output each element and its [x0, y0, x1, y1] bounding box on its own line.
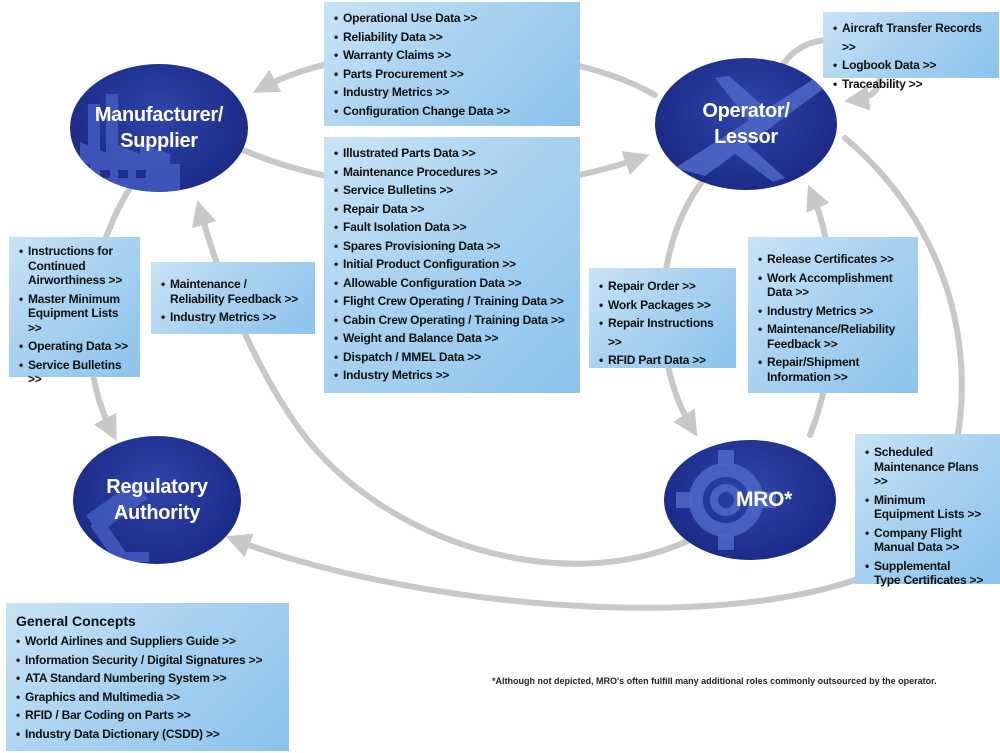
operator-self-list: Aircraft Transfer Records >> Logbook Dat…: [833, 19, 991, 93]
general-concepts-title: General Concepts: [16, 613, 136, 629]
operator-to-regulatory-box: Scheduled Maintenance Plans >> Minimum E…: [855, 434, 1000, 587]
list-item[interactable]: Scheduled Maintenance Plans >>: [865, 445, 992, 489]
operator-lessor-label: Operator/ Lessor: [702, 100, 790, 148]
manufacturer-to-regulatory-list: Instructions for Continued Airworthiness…: [19, 244, 132, 387]
list-item[interactable]: Operational Use Data >>: [334, 9, 572, 28]
operator-to-manufacturer-box: Operational Use Data >> Reliability Data…: [324, 2, 580, 126]
list-item[interactable]: Supplemental Type Certificates >>: [865, 559, 992, 588]
mro-to-operator-list: Release Certificates >> Work Accomplishm…: [758, 244, 910, 384]
airplane-icon: [675, 76, 827, 182]
list-item[interactable]: Fault Isolation Data >>: [334, 218, 572, 237]
list-item[interactable]: Minimum Equipment Lists >>: [865, 493, 992, 522]
list-item[interactable]: Work Accomplishment Data >>: [758, 271, 910, 300]
regulatory-authority-label: Regulatory Authority: [106, 476, 208, 524]
manufacturer-to-operator-box: Illustrated Parts Data >> Maintenance Pr…: [324, 137, 580, 393]
list-item[interactable]: Weight and Balance Data >>: [334, 329, 572, 348]
list-item[interactable]: Operating Data >>: [19, 339, 132, 354]
list-item[interactable]: Industry Metrics >>: [334, 83, 572, 102]
regulatory-authority-node: Regulatory Authority: [73, 436, 241, 564]
mro-to-operator-box: Release Certificates >> Work Accomplishm…: [748, 237, 918, 393]
list-item[interactable]: Industry Data Dictionary (CSDD) >>: [16, 725, 281, 744]
list-item[interactable]: Maintenance Procedures >>: [334, 163, 572, 182]
operator-to-regulatory-list: Scheduled Maintenance Plans >> Minimum E…: [865, 441, 992, 588]
gear-icon: [676, 450, 776, 550]
list-item[interactable]: Configuration Change Data >>: [334, 102, 572, 121]
factory-icon: [80, 94, 180, 192]
list-item[interactable]: Warranty Claims >>: [334, 46, 572, 65]
list-item[interactable]: Parts Procurement >>: [334, 65, 572, 84]
operator-to-manufacturer-list: Operational Use Data >> Reliability Data…: [334, 9, 572, 120]
list-item[interactable]: Industry Metrics >>: [334, 366, 572, 385]
list-item[interactable]: Company Flight Manual Data >>: [865, 526, 992, 555]
list-item[interactable]: Repair/Shipment Information >>: [758, 355, 910, 384]
list-item[interactable]: Information Security / Digital Signature…: [16, 651, 281, 670]
mro-to-manufacturer-box: Maintenance / Reliability Feedback >> In…: [151, 262, 315, 334]
list-item[interactable]: Master Minimum Equipment Lists >>: [19, 292, 132, 336]
list-item[interactable]: Repair Data >>: [334, 200, 572, 219]
operator-lessor-node: Operator/ Lessor: [655, 58, 837, 190]
list-item[interactable]: Allowable Configuration Data >>: [334, 274, 572, 293]
general-concepts-list: World Airlines and Suppliers Guide >> In…: [16, 632, 281, 743]
mro-label: MRO*: [736, 488, 792, 511]
list-item[interactable]: Reliability Data >>: [334, 28, 572, 47]
list-item[interactable]: Repair Instructions >>: [599, 314, 728, 351]
manufacturer-to-regulatory-box: Instructions for Continued Airworthiness…: [9, 237, 140, 386]
list-item[interactable]: Dispatch / MMEL Data >>: [334, 348, 572, 367]
list-item[interactable]: World Airlines and Suppliers Guide >>: [16, 632, 281, 651]
list-item[interactable]: Cabin Crew Operating / Training Data >>: [334, 311, 572, 330]
general-concepts-box: General Concepts World Airlines and Supp…: [6, 603, 289, 751]
list-item[interactable]: Maintenance / Reliability Feedback >>: [161, 277, 307, 306]
list-item[interactable]: Repair Order >>: [599, 277, 728, 296]
manufacturer-supplier-label: Manufacturer/ Supplier: [94, 104, 224, 152]
operator-self-box: Aircraft Transfer Records >> Logbook Dat…: [823, 12, 999, 93]
list-item[interactable]: Work Packages >>: [599, 296, 728, 315]
list-item[interactable]: Maintenance/Reliability Feedback >>: [758, 322, 910, 351]
gavel-icon: [79, 480, 149, 562]
list-item[interactable]: Logbook Data >>: [833, 56, 991, 75]
list-item[interactable]: Industry Metrics >>: [758, 304, 910, 319]
list-item[interactable]: RFID Part Data >>: [599, 351, 728, 370]
list-item[interactable]: Service Bulletins >>: [19, 358, 132, 387]
list-item[interactable]: Initial Product Configuration >>: [334, 255, 572, 274]
operator-to-mro-box: Repair Order >> Work Packages >> Repair …: [589, 268, 736, 370]
list-item[interactable]: ATA Standard Numbering System >>: [16, 669, 281, 688]
list-item[interactable]: Aircraft Transfer Records >>: [833, 19, 991, 56]
list-item[interactable]: Instructions for Continued Airworthiness…: [19, 244, 132, 288]
manufacturer-to-operator-list: Illustrated Parts Data >> Maintenance Pr…: [334, 144, 572, 385]
list-item[interactable]: Release Certificates >>: [758, 252, 910, 267]
list-item[interactable]: RFID / Bar Coding on Parts >>: [16, 706, 281, 725]
list-item[interactable]: Traceability >>: [833, 75, 991, 94]
mro-node: MRO*: [664, 440, 836, 560]
list-item[interactable]: Illustrated Parts Data >>: [334, 144, 572, 163]
list-item[interactable]: Service Bulletins >>: [334, 181, 572, 200]
list-item[interactable]: Spares Provisioning Data >>: [334, 237, 572, 256]
list-item[interactable]: Industry Metrics >>: [161, 310, 307, 325]
manufacturer-supplier-node: Manufacturer/ Supplier: [70, 64, 248, 192]
list-item[interactable]: Flight Crew Operating / Training Data >>: [334, 292, 572, 311]
mro-to-manufacturer-list: Maintenance / Reliability Feedback >> In…: [161, 269, 307, 325]
operator-to-mro-list: Repair Order >> Work Packages >> Repair …: [599, 275, 728, 370]
list-item[interactable]: Graphics and Multimedia >>: [16, 688, 281, 707]
mro-footnote: *Although not depicted, MRO's often fulf…: [492, 676, 937, 686]
